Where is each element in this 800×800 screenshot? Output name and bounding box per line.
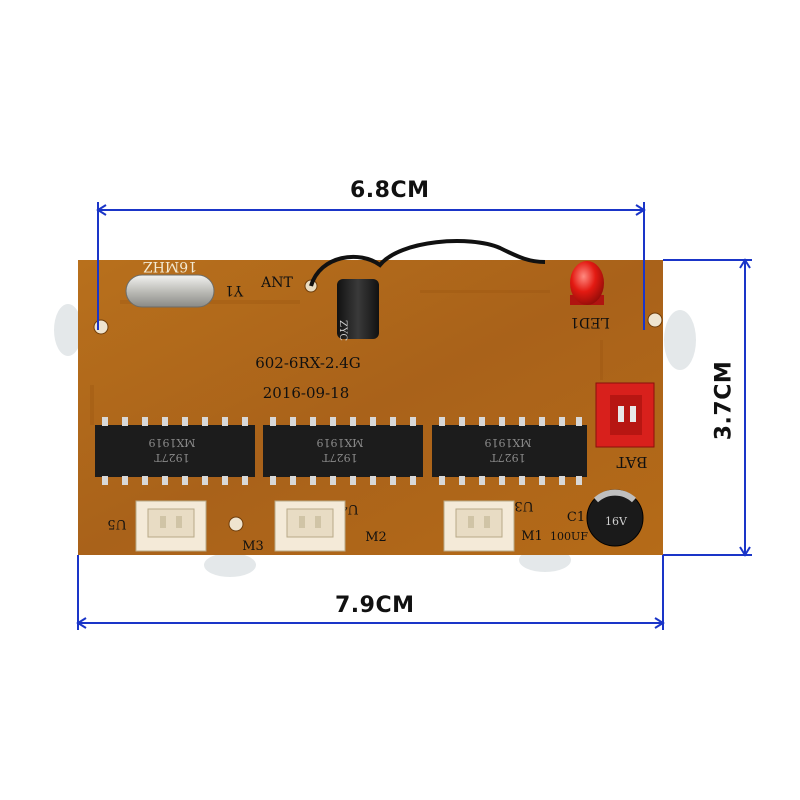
crystal-oscillator — [125, 274, 215, 308]
dimension-label-bottom: 7.9CM — [335, 593, 415, 618]
capacitor-stripe — [593, 489, 637, 503]
inductor — [337, 279, 379, 339]
led-label: LED1 — [570, 314, 610, 330]
chip-u3: MX1919 1927T — [432, 417, 587, 485]
motor-label-m2: M2 — [365, 530, 387, 545]
battery-pin — [618, 406, 624, 422]
dimension-line-top — [96, 202, 646, 330]
cap-value: 100UF — [550, 530, 588, 543]
motor-connector-m1 — [443, 500, 515, 552]
battery-label: BAT — [616, 453, 647, 471]
mounting-hole — [228, 516, 244, 532]
battery-pin — [630, 406, 636, 422]
mounting-hole — [647, 312, 663, 328]
chip-code: 1927T — [490, 451, 526, 464]
cap-label: C1 — [567, 510, 585, 525]
chip-code: 1927T — [154, 451, 190, 464]
motor-connector-m3 — [135, 500, 207, 552]
antenna-label: ANT — [260, 275, 293, 291]
chip-u5: MX1919 1927T — [95, 417, 255, 485]
inductor-marking: ZYC — [337, 320, 348, 341]
chip-marking: MX1919 — [316, 436, 363, 449]
board-date: 2016-09-18 — [263, 384, 349, 402]
battery-connector-slot — [610, 395, 642, 435]
antenna-wire — [309, 239, 546, 287]
dimension-line-bottom — [76, 555, 665, 630]
chip-label-u5: U5 — [107, 516, 126, 531]
dimension-label-top: 6.8CM — [350, 178, 430, 203]
dimension-line-right — [663, 258, 752, 557]
capacitor-marking: 16V — [605, 515, 628, 528]
chip-u4: MX1919 1927T — [263, 417, 423, 485]
crystal-label: Y1 — [225, 282, 244, 298]
board-model: 602-6RX-2.4G — [255, 354, 361, 372]
led — [570, 261, 604, 305]
motor-label-m3: M3 — [242, 539, 264, 554]
mounting-hole — [93, 319, 109, 335]
chip-marking: MX1919 — [148, 436, 195, 449]
dimension-label-right: 3.7CM — [711, 360, 737, 441]
motor-connector-m2 — [274, 500, 346, 552]
chip-code: 1927T — [322, 451, 358, 464]
chip-marking: MX1919 — [484, 436, 531, 449]
crystal-marking: 16MHZ — [143, 258, 197, 274]
chip-label-u3: U3 — [514, 498, 533, 513]
motor-label-m1: M1 — [521, 529, 543, 544]
